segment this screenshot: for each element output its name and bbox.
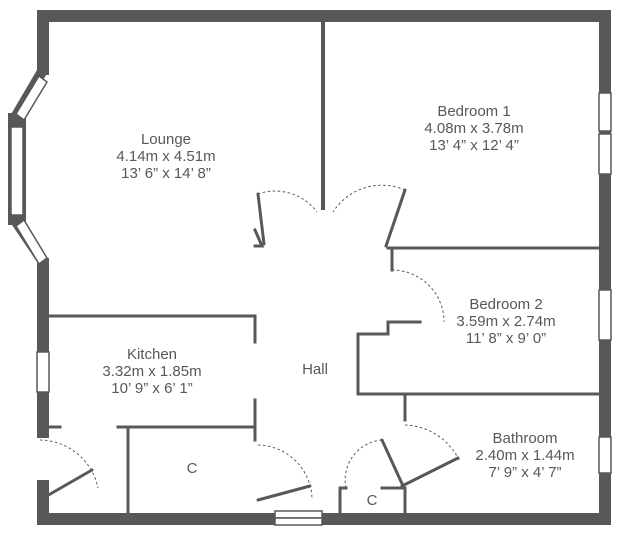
cupboard2-door-swing [344,439,383,489]
kitchen-door-leaf [43,468,94,499]
cupboard2-label: C [367,492,378,509]
kitchen-metric: 3.32m x 1.85m [102,363,202,380]
hall-window-lower [274,517,323,526]
bathroom-door-leaf [400,456,460,488]
windows [10,74,612,526]
bathroom-label: Bathroom 2.40m x 1.44m 7’ 9” x 4’ 7” [475,430,574,481]
cupboard1-door-swing [257,444,313,501]
bedroom2-label: Bedroom 2 3.59m x 2.74m 11’ 8” x 9’ 0” [456,296,555,347]
internal-walls [47,20,601,515]
bay-window-lower [15,218,48,266]
cupboard1-label: C [187,460,198,477]
bedroom1-door-swing [332,184,406,213]
bathroom-door-swing [404,424,461,463]
bay-window-upper [15,74,48,122]
bedroom2-door-swing [391,269,445,323]
kitchen-door-swing [39,439,99,489]
bedroom1-window-lower [598,133,612,175]
bathroom-metric: 2.40m x 1.44m [475,447,575,464]
cupboard1-door-leaf [256,484,312,502]
bedroom2-metric: 3.59m x 2.74m [456,313,556,330]
bedroom2-window [598,289,612,341]
lounge-imperial: 13’ 6” x 14’ 8” [121,165,211,182]
bedroom2-name: Bedroom 2 [469,296,543,313]
bedroom1-metric: 4.08m x 3.78m [424,120,524,137]
doors [39,184,461,502]
bedroom1-window-upper [598,92,612,132]
bathroom-name: Bathroom [492,430,558,447]
bay-window-center [10,126,24,216]
bathroom-window [598,436,612,474]
bedroom1-door-leaf [384,188,407,248]
hall-name: Hall [302,361,328,378]
kitchen-name: Kitchen [126,346,178,363]
lounge-door-swing [257,190,318,213]
hall-window-upper [274,510,323,519]
cupboard1-name: C [186,460,198,477]
bathroom-imperial: 7’ 9” x 4’ 7” [488,464,562,481]
bedroom1-label: Bedroom 1 4.08m x 3.78m 13’ 4” x 12’ 4” [424,103,523,154]
cupboard2-door-leaf [380,438,406,490]
lounge-door-leaf [256,192,266,246]
kitchen-imperial: 10’ 9” x 6’ 1” [111,380,193,397]
hall-label: Hall [302,361,328,378]
kitchen-label: Kitchen 3.32m x 1.85m 10’ 9” x 6’ 1” [102,346,201,397]
lounge-name: Lounge [140,131,192,148]
bedroom2-imperial: 11’ 8” x 9’ 0” [465,330,547,347]
bedroom1-name: Bedroom 1 [437,103,511,120]
lounge-metric: 4.14m x 4.51m [116,148,216,165]
cupboard2-name: C [366,492,378,509]
kitchen-window [36,351,50,393]
lounge-label: Lounge 4.14m x 4.51m 13’ 6” x 14’ 8” [116,131,215,182]
bedroom1-imperial: 13’ 4” x 12’ 4” [429,137,519,154]
